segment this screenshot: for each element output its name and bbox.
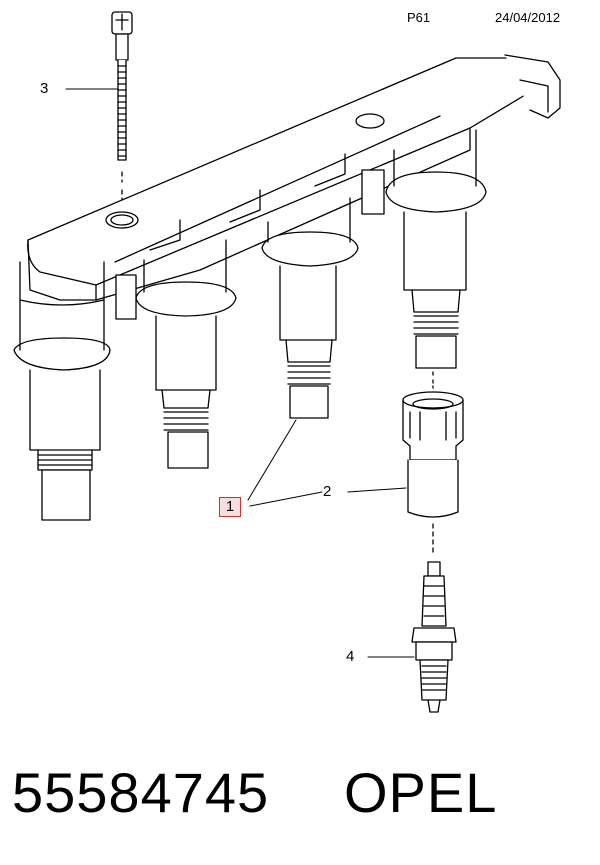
page-date: 24/04/2012 bbox=[495, 10, 561, 25]
spark-plug-part bbox=[411, 561, 457, 713]
leader-lines bbox=[65, 88, 415, 658]
callout-3: 3 bbox=[40, 80, 49, 97]
coil-tower-1 bbox=[13, 261, 111, 521]
coil-rail bbox=[27, 54, 561, 320]
bolt-part bbox=[111, 11, 133, 201]
page-code: P61 bbox=[407, 10, 431, 25]
callout-1[interactable]: 1 bbox=[219, 497, 241, 517]
callout-2: 2 bbox=[323, 483, 332, 500]
brand-name: OPEL bbox=[344, 761, 498, 824]
part-number: 55584745 bbox=[12, 761, 270, 824]
rubber-boot-part bbox=[402, 371, 464, 555]
coil-tower-3 bbox=[261, 197, 359, 419]
coil-tower-4 bbox=[385, 129, 487, 369]
coil-tower-2 bbox=[135, 239, 237, 469]
callout-4: 4 bbox=[346, 648, 355, 665]
